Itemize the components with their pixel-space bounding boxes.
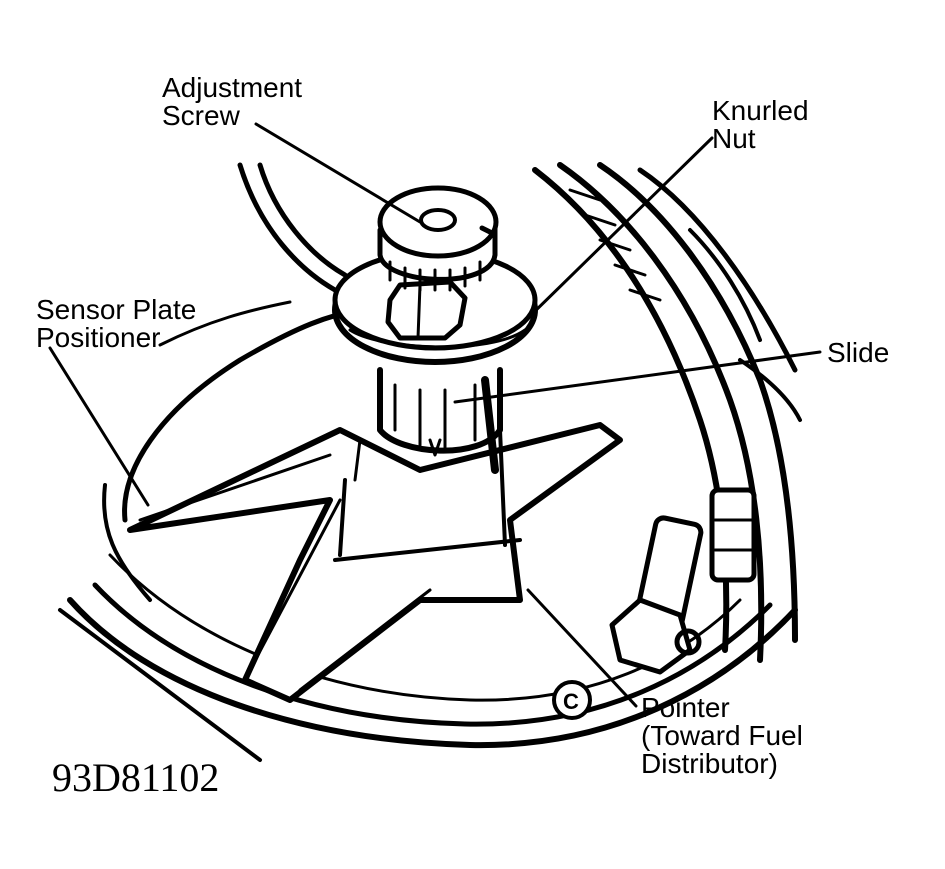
slide-body: [377, 367, 503, 474]
label-sensor-plate-positioner-line1: Sensor Plate: [36, 294, 197, 325]
label-knurled-nut-line2: Nut: [712, 123, 756, 154]
leader-adjustment-screw: [254, 122, 422, 224]
reference-mark: [552, 680, 592, 720]
reference-mark-letter: C: [563, 689, 579, 714]
label-adjustment-screw: Adjustment Screw: [162, 74, 302, 130]
label-pointer-line1: Pointer: [641, 692, 730, 723]
lock-nut-shape: [385, 279, 468, 341]
label-adjustment-screw-line2: Screw: [162, 100, 240, 131]
sensor-plate-lever: [127, 422, 623, 703]
leader-lines: [48, 122, 822, 708]
label-pointer-line3: Distributor): [641, 748, 778, 779]
fuel-lines: [532, 162, 802, 675]
leader-pointer: [526, 588, 638, 708]
leader-sensor-plate-positioner: [48, 346, 150, 507]
leader-slide: [453, 350, 822, 404]
label-slide-line1: Slide: [827, 337, 890, 368]
label-knurled-nut: Knurled Nut: [712, 97, 809, 153]
label-slide: Slide: [827, 339, 889, 367]
label-pointer: Pointer (Toward Fuel Distributor): [641, 694, 803, 778]
label-adjustment-screw-line1: Adjustment: [162, 72, 303, 103]
label-sensor-plate-positioner-line2: Positioner: [36, 322, 161, 353]
leader-knurled-nut: [526, 136, 714, 320]
adjustment-screw-shape: [377, 185, 499, 292]
figure-id: 93D81102: [52, 755, 220, 800]
label-sensor-plate-positioner: Sensor Plate Positioner: [36, 296, 196, 352]
label-pointer-line2: (Toward Fuel: [641, 720, 803, 751]
label-knurled-nut-line1: Knurled: [712, 95, 809, 126]
